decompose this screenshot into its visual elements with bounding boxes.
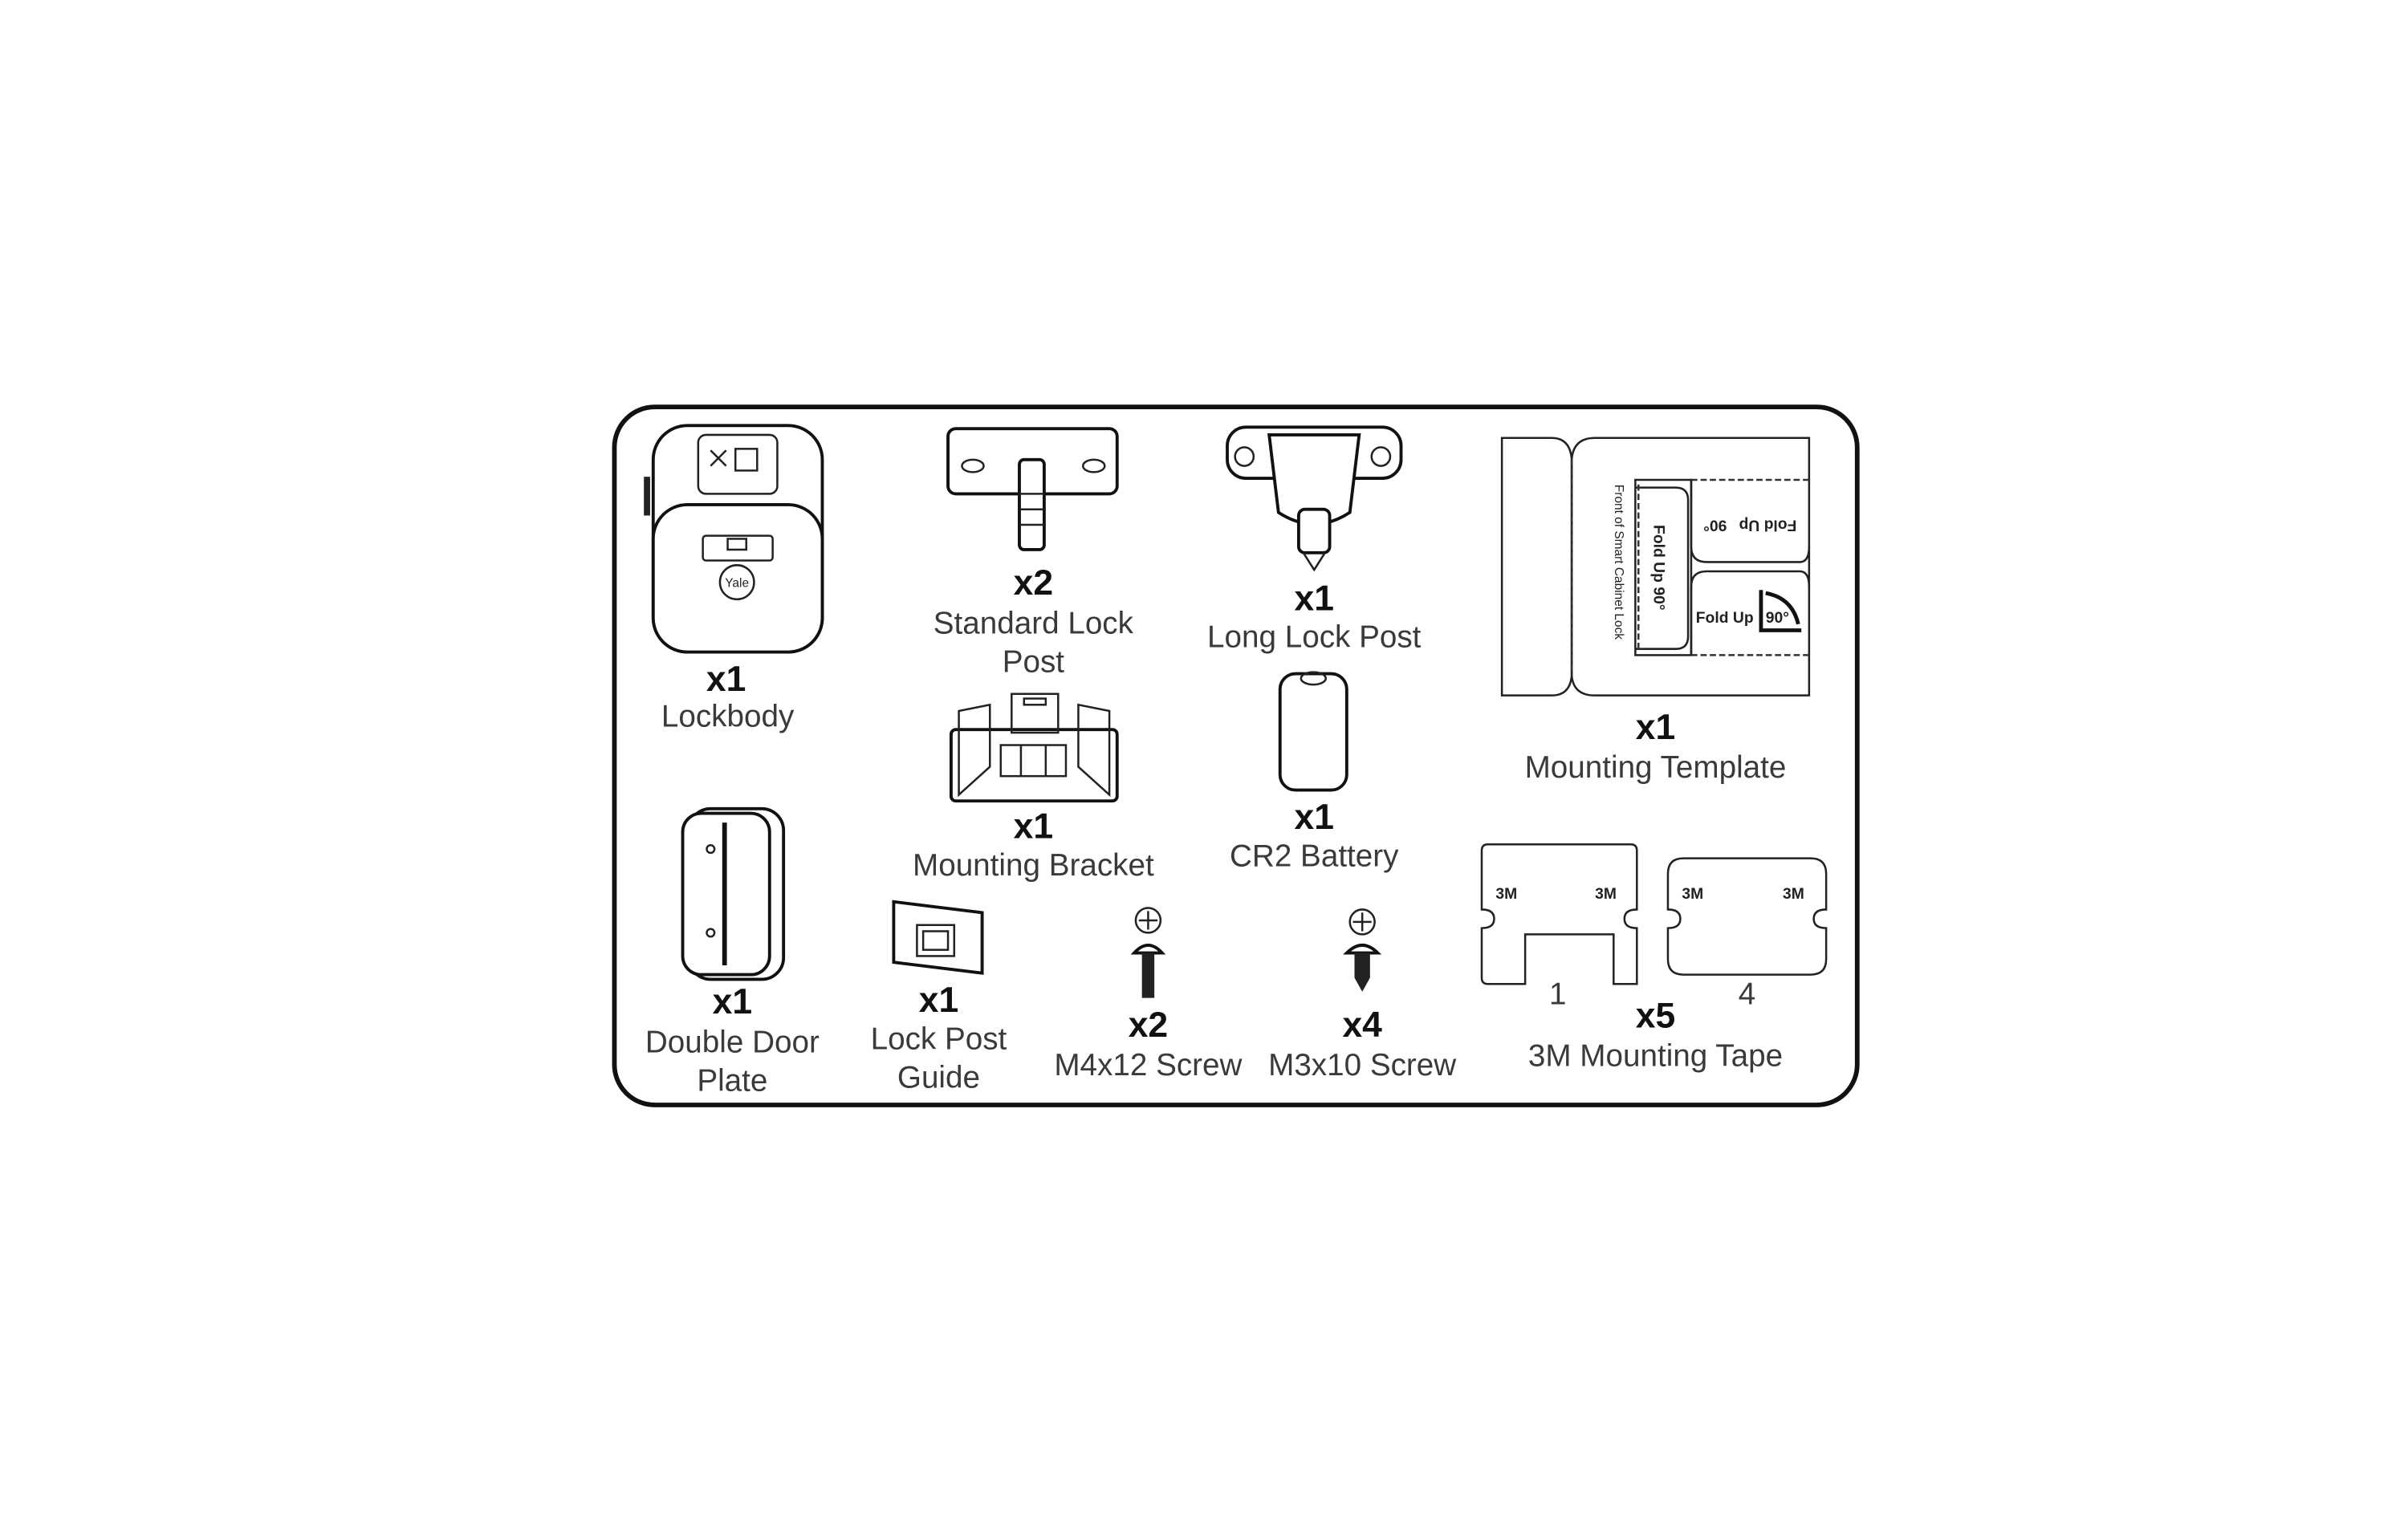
m4x12-screw-label: M4x12 Screw — [1054, 1048, 1242, 1082]
m4x12-screw-qty: x2 — [1129, 1005, 1168, 1045]
standard-lock-post-label-line1: Standard Lock — [934, 606, 1134, 640]
double-door-plate-label-line1: Double Door — [645, 1025, 820, 1059]
3m-tape-qty: x5 — [1636, 996, 1675, 1035]
mounting-template-qty: x1 — [1636, 708, 1675, 747]
mounting-bracket-qty: x1 — [1014, 807, 1053, 847]
standard-lock-post-label-line2: Post — [1003, 645, 1065, 680]
long-lock-post-illustration — [1226, 425, 1403, 572]
double-door-plate-label-line2: Plate — [697, 1064, 767, 1099]
yale-logo: Yale — [725, 576, 749, 590]
m3x10-screw-illustration — [1343, 908, 1382, 992]
tape-brand-text: 3M — [1595, 886, 1617, 903]
tape-number-4: 4 — [1739, 977, 1756, 1011]
template-fold-text-2: Fold Up — [1739, 516, 1797, 533]
m3x10-screw-qty: x4 — [1342, 1005, 1382, 1045]
m4x12-screw-illustration — [1130, 907, 1166, 998]
lock-post-guide-illustration — [892, 900, 984, 975]
template-angle-text-3: 90° — [1766, 610, 1789, 627]
template-fold-text-1: Fold Up — [1650, 525, 1667, 583]
lock-post-guide-qty: x1 — [919, 981, 958, 1020]
template-fold-text-3: Fold Up — [1696, 610, 1754, 627]
3m-tape-4-illustration: 3M 3M — [1666, 857, 1828, 976]
lock-post-guide-label-line2: Guide — [897, 1061, 980, 1095]
double-door-plate-illustration — [681, 806, 786, 981]
mounting-template-label: Mounting Template — [1525, 750, 1787, 785]
tape-brand-text: 3M — [1495, 886, 1517, 903]
mounting-template-illustration: Front of Smart Cabinet Lock Fold Up 90° … — [1500, 437, 1811, 697]
double-door-plate-qty: x1 — [713, 982, 752, 1022]
lockbody-illustration: Yale — [644, 424, 824, 654]
template-angle-text-2: 90° — [1703, 516, 1727, 533]
tape-brand-text: 3M — [1682, 886, 1703, 903]
cr2-battery-label: CR2 Battery — [1230, 839, 1399, 873]
3m-tape-1-illustration: 3M 3M — [1480, 843, 1638, 985]
standard-lock-post-qty: x2 — [1014, 563, 1053, 603]
long-lock-post-label: Long Lock Post — [1207, 620, 1422, 655]
cr2-battery-qty: x1 — [1295, 798, 1334, 837]
tape-brand-text: 3M — [1783, 886, 1804, 903]
lockbody-qty: x1 — [706, 660, 746, 699]
mounting-bracket-label: Mounting Bracket — [913, 848, 1154, 883]
lock-post-guide-label-line1: Lock Post — [871, 1022, 1007, 1056]
lockbody-label: Lockbody — [661, 699, 795, 733]
long-lock-post-qty: x1 — [1295, 579, 1334, 618]
m3x10-screw-label: M3x10 Screw — [1268, 1048, 1456, 1082]
standard-lock-post-illustration — [946, 427, 1119, 551]
mounting-bracket-illustration — [949, 693, 1119, 803]
template-front-text: Front of Smart Cabinet Lock — [1612, 485, 1625, 640]
3m-tape-label: 3M Mounting Tape — [1528, 1039, 1783, 1074]
tape-number-1: 1 — [1549, 977, 1567, 1011]
template-angle-text-1: 90° — [1650, 587, 1667, 610]
cr2-battery-illustration — [1278, 671, 1348, 792]
